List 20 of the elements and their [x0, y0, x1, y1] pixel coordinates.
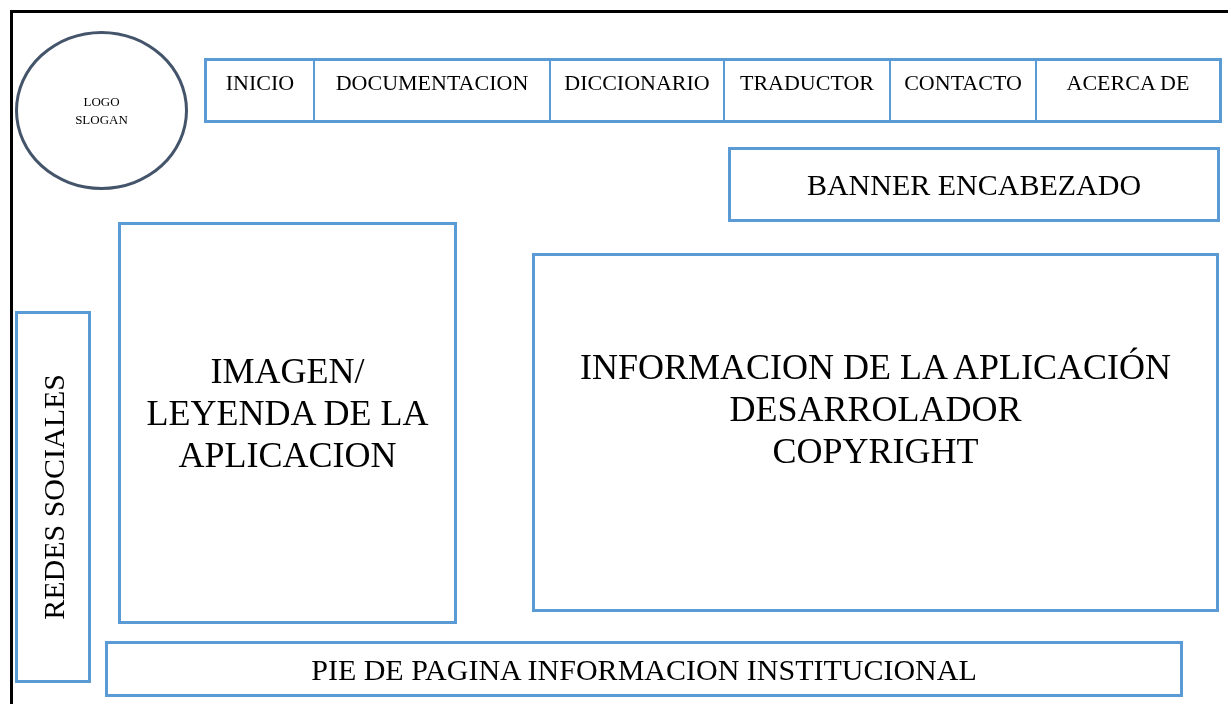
box-label: INFORMACION DE LA APLICACIÓN [579, 346, 1172, 388]
nav-link: CONTACTO [904, 69, 1022, 97]
box-label: PIE DE PAGINA INFORMACION INSTITUCIONAL [311, 651, 977, 688]
box-label: BANNER ENCABEZADO [806, 167, 1142, 203]
box-label: IMAGEN/ LEYENDA DE LA APLICACION [145, 350, 430, 476]
image-box [118, 222, 457, 624]
banner-box [728, 147, 1220, 222]
nav-link: INICIO [225, 69, 295, 97]
info-box [532, 253, 1219, 612]
nav-link: DOCUMENTACION [335, 69, 529, 97]
social-sidebar [15, 311, 91, 683]
box-label: LOGO SLOGAN [74, 92, 129, 129]
box-label: REDES SOCIALES [35, 374, 71, 620]
box-label: DESARROLADOR [728, 388, 1023, 430]
nav-link: ACERCA DE [1066, 69, 1190, 97]
nav-bar [204, 58, 1222, 123]
nav-link: DICCIONARIO [564, 69, 710, 97]
nav-link: TRADUCTOR [739, 69, 875, 97]
box-label: COPYRIGHT [771, 430, 980, 472]
footer-box [105, 641, 1183, 697]
